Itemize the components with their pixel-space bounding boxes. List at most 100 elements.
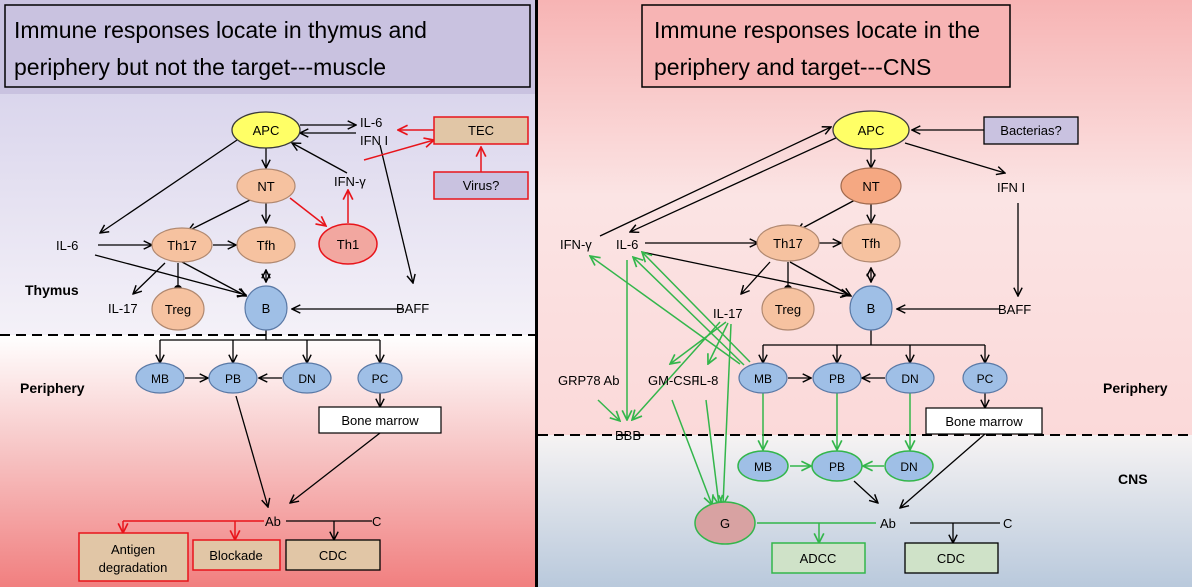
right-green-il8-g (705, 399, 719, 505)
right-edge-il6-b (641, 251, 849, 295)
right-dn-node (885, 362, 935, 394)
right-baff-text: BAFF (998, 302, 1031, 317)
left-edge-ifn1-baff (379, 144, 413, 283)
right-green-grp78-bbb (597, 399, 620, 421)
left-th1-node (318, 223, 378, 265)
left-b-label: B (262, 301, 271, 316)
right-il17-text: IL-17 (713, 306, 743, 321)
right-ab-text: Ab (880, 516, 896, 531)
right-title-line1: Immune responses locate in the (654, 17, 980, 43)
right-apc-node (832, 110, 910, 150)
left-nt-label: NT (257, 179, 274, 194)
right-pb-cns-node (811, 450, 863, 482)
right-cdc-label: CDC (937, 551, 965, 566)
right-edge-th17-b (789, 261, 851, 296)
right-edge-ifng-apc (599, 127, 831, 237)
left-apc-node (231, 111, 301, 149)
right-edge-th17-il17 (741, 261, 771, 294)
right-th17-label: Th17 (773, 236, 803, 251)
right-green-mb-ifng (590, 256, 741, 365)
right-edge-apc-ifn1 (904, 142, 1005, 173)
right-title-box (641, 4, 1011, 88)
right-adcc-label: ADCC (800, 551, 837, 566)
right-bacterias-label: Bacterias? (1000, 123, 1061, 138)
right-edge-bonemarrow-ab (900, 433, 986, 508)
right-b-node (849, 285, 893, 331)
left-edge-pb-ab (235, 395, 268, 507)
left-dn-label: DN (298, 372, 315, 386)
left-title-line1: Immune responses locate in thymus and (14, 17, 427, 43)
right-adcc-box (771, 542, 866, 574)
right-pc-label: PC (977, 372, 994, 386)
right-nt-label: NT (862, 179, 879, 194)
left-cdc-box (285, 539, 381, 571)
left-mb-node (135, 362, 185, 394)
right-dn-label: DN (901, 372, 918, 386)
right-il6-text: IL-6 (616, 237, 638, 252)
left-ifn1-top-text: IFN I (360, 133, 388, 148)
left-blockade-label: Blockade (209, 548, 262, 563)
right-edge-apc-il6 (630, 136, 839, 232)
left-treg-label: Treg (165, 302, 191, 317)
right-mb-cns-node (737, 450, 789, 482)
right-pb-label: PB (829, 372, 845, 386)
right-gmcsf-text: GM-CSF (648, 373, 699, 388)
right-green-gmcsf-g (671, 399, 712, 505)
left-edge-il6-b (94, 254, 246, 295)
right-green-il17-g (723, 323, 732, 505)
left-baff-text: BAFF (396, 301, 429, 316)
right-periphery-label: Periphery (1103, 380, 1168, 396)
left-antigen-line1: Antigen (111, 542, 155, 557)
right-pb-cns-label: PB (829, 460, 845, 474)
right-dn-cns-node (884, 450, 934, 482)
left-dn-node (282, 362, 332, 394)
right-mb-cns-label: MB (754, 460, 772, 474)
left-il6-top-text: IL-6 (360, 115, 382, 130)
right-g-node (694, 501, 756, 545)
right-mb-label: MB (754, 372, 772, 386)
left-panel: APC NT Th17 Tfh Th1 Treg B MB PB DN PC T… (20, 111, 529, 582)
right-dn-cns-label: DN (900, 460, 917, 474)
left-mb-label: MB (151, 372, 169, 386)
left-th17-node (151, 227, 213, 263)
right-ifng-text: IFN-γ (560, 237, 592, 252)
right-treg-label: Treg (775, 302, 801, 317)
left-antigen-line2: degradation (99, 560, 168, 575)
left-edge-ifng-apc (292, 143, 348, 174)
left-virus-label: Virus? (463, 178, 500, 193)
left-pb-node (208, 362, 258, 394)
right-panel: APC Bacterias? NT Th17 Tfh Treg B MB PB … (558, 110, 1168, 574)
left-title-line2: periphery but not the target---muscle (14, 54, 386, 80)
left-treg-node (151, 287, 205, 331)
right-grp78-text: GRP78 Ab (558, 373, 619, 388)
right-mb-node (738, 362, 788, 394)
right-ifn1-text: IFN I (997, 180, 1025, 195)
right-title-line2: periphery and target---CNS (654, 54, 931, 80)
left-edge-nt-th17 (188, 199, 251, 231)
left-ifng-text: IFN-γ (334, 174, 366, 189)
right-tfh-node (841, 223, 901, 263)
left-periphery-label: Periphery (20, 380, 85, 396)
right-green-il17-il8 (708, 322, 729, 364)
right-c-text: C (1003, 516, 1012, 531)
left-th1-label: Th1 (337, 237, 359, 252)
left-bone-marrow-box (318, 406, 442, 434)
left-edge-bonemarrow-ab (290, 432, 381, 503)
left-b-node (244, 285, 288, 331)
right-green-mb-il6-a (633, 257, 745, 366)
left-il17-text: IL-17 (108, 301, 138, 316)
right-tfh-label: Tfh (862, 236, 881, 251)
left-thymus-label: Thymus (25, 282, 79, 298)
left-nt-node (236, 168, 296, 204)
right-il8-text: IL-8 (696, 373, 718, 388)
left-tfh-label: Tfh (257, 238, 276, 253)
right-apc-label: APC (858, 123, 885, 138)
left-edge-th17-b (181, 261, 246, 296)
left-pc-node (357, 362, 403, 394)
right-g-label: G (720, 516, 730, 531)
right-bacterias-box (983, 116, 1079, 145)
right-green-mb-il6-b (642, 252, 751, 363)
right-pc-node (962, 362, 1008, 394)
left-tec-box (433, 116, 529, 145)
right-bone-marrow-box (925, 407, 1043, 435)
